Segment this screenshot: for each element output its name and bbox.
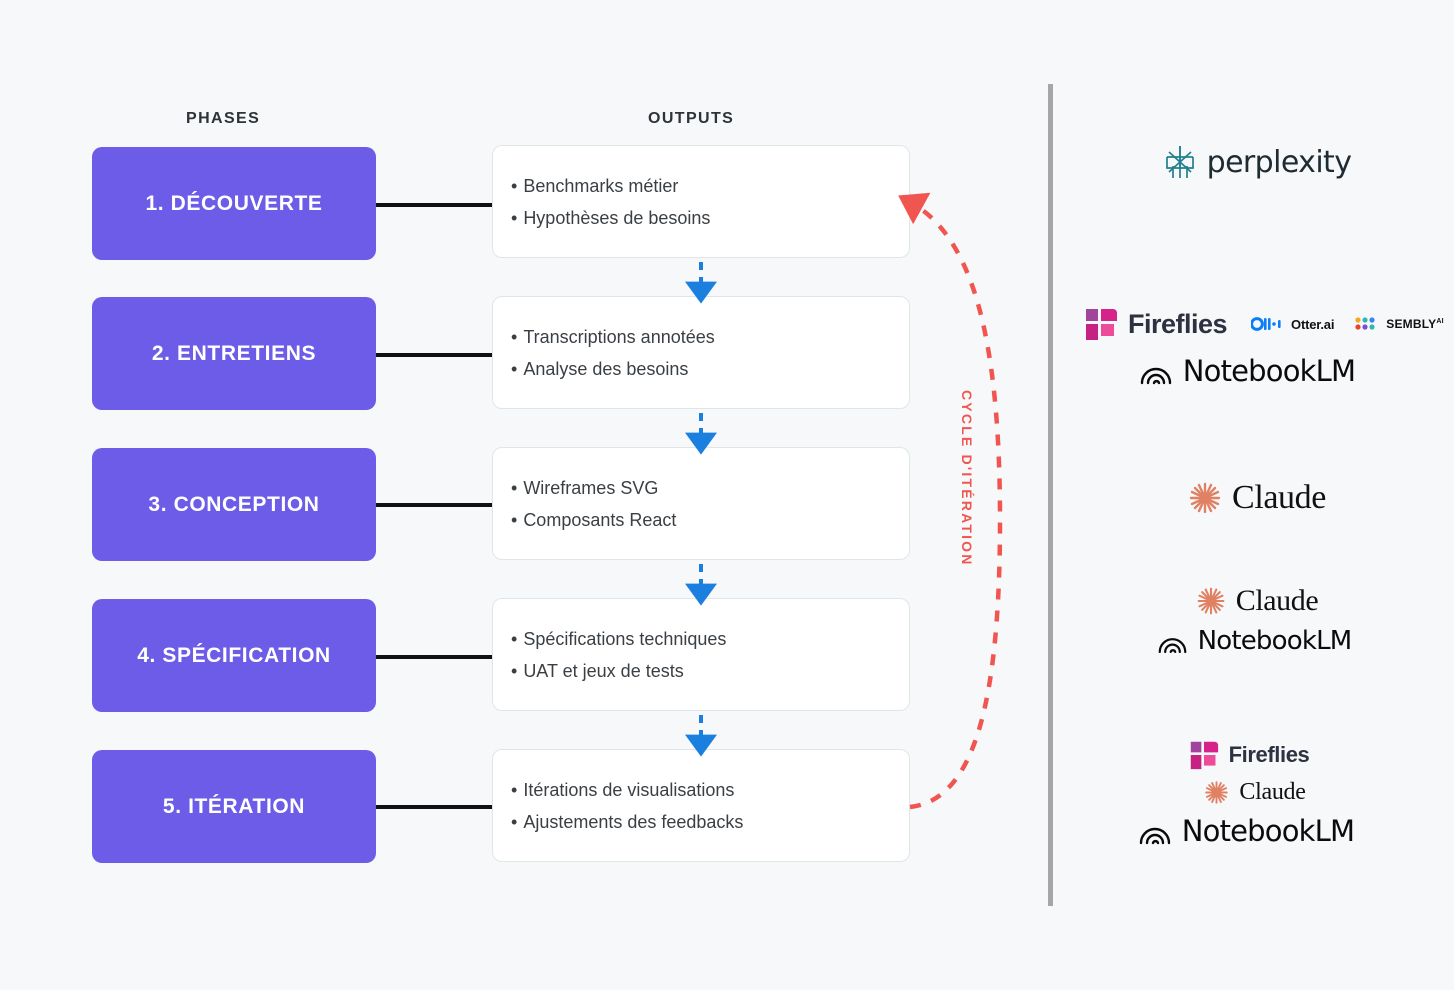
logo-row: Claude	[1060, 479, 1454, 517]
output-item-text: Itérations de visualisations	[523, 779, 735, 800]
phase-label-5: 5. ITÉRATION	[162, 794, 306, 818]
bullet-icon: •	[511, 326, 518, 347]
connector-line-1	[376, 203, 494, 207]
bullet-icon: •	[511, 358, 518, 379]
iteration-cycle-curve	[898, 192, 1003, 810]
tools-design: Claude	[1060, 479, 1454, 517]
logo-label-claude: Claude	[1232, 479, 1326, 516]
perplexity-icon	[1165, 146, 1194, 178]
bullet-icon: •	[511, 477, 518, 498]
connector-line-3	[376, 503, 494, 507]
output-item: •Hypothèses de besoins	[511, 209, 909, 227]
sembly-icon	[1355, 317, 1375, 330]
output-item: •Spécifications techniques	[511, 630, 909, 648]
phase-box-4[interactable]: 4. SPÉCIFICATION	[92, 599, 376, 712]
output-item: •Composants React	[511, 511, 909, 529]
phase-box-3[interactable]: 3. CONCEPTION	[92, 448, 376, 561]
output-item: •Transcriptions annotées	[511, 328, 909, 346]
output-box-2[interactable]: •Transcriptions annotées •Analyse des be…	[492, 296, 910, 409]
output-item: •Benchmarks métier	[511, 177, 909, 195]
tools-discovery: perplexity	[1060, 144, 1454, 180]
logo-row: Otter.ai	[1251, 317, 1334, 332]
phase-box-1[interactable]: 1. DÉCOUVERTE	[92, 147, 376, 260]
logo-label-otter: Otter.ai	[1291, 316, 1335, 332]
phase-label-1: 1. DÉCOUVERTE	[145, 191, 323, 215]
otter-icon	[1251, 317, 1281, 331]
bullet-icon: •	[511, 509, 518, 530]
cycle-label: CYCLE D'ITÉRATION	[959, 390, 975, 567]
fireflies-icon	[1190, 741, 1218, 770]
output-item: •Analyse des besoins	[511, 360, 909, 378]
fireflies-icon	[1086, 309, 1117, 340]
logo-label-notebooklm: NotebookLM	[1181, 814, 1355, 848]
output-item-text: Composants React	[523, 509, 677, 530]
output-item-text: Analyse des besoins	[523, 358, 689, 379]
output-box-1[interactable]: •Benchmarks métier •Hypothèses de besoin…	[492, 145, 910, 258]
phase-label-3: 3. CONCEPTION	[148, 492, 320, 516]
output-item: •Itérations de visualisations	[511, 781, 909, 799]
logo-row: NotebookLM	[1060, 354, 1454, 388]
logo-row: perplexity	[1060, 144, 1454, 180]
column-header-outputs: OUTPUTS	[648, 110, 735, 127]
logo-row: SEMBLYAI	[1354, 316, 1444, 332]
logo-label-perplexity: perplexity	[1206, 144, 1352, 180]
connector-line-2	[376, 353, 494, 357]
phase-label-2: 2. ENTRETIENS	[151, 341, 317, 365]
output-item-text: Hypothèses de besoins	[523, 207, 711, 228]
logo-row: NotebookLM	[1060, 626, 1454, 656]
output-item-text: Ajustements des feedbacks	[523, 811, 744, 832]
logo-label-sembly: SEMBLYAI	[1386, 317, 1444, 331]
bullet-icon: •	[511, 628, 518, 649]
bullet-icon: •	[511, 207, 518, 228]
logo-label-claude: Claude	[1239, 779, 1306, 805]
connector-line-5	[376, 805, 494, 809]
logo-label-fireflies: Fireflies	[1128, 308, 1228, 339]
output-box-3[interactable]: •Wireframes SVG •Composants React	[492, 447, 910, 560]
output-box-4[interactable]: •Spécifications techniques •UAT et jeux …	[492, 598, 910, 711]
claude-icon	[1189, 482, 1221, 514]
connector-line-4	[376, 655, 494, 659]
claude-icon	[1197, 587, 1225, 615]
tools-panel: perplexity Fireflies	[1060, 84, 1454, 906]
tools-spec: Claude NotebookLM	[1060, 584, 1454, 656]
logo-label-notebooklm: NotebookLM	[1182, 354, 1356, 388]
phase-box-2[interactable]: 2. ENTRETIENS	[92, 297, 376, 410]
tools-iteration: Fireflies Claude	[1060, 739, 1454, 848]
logo-row: NotebookLM	[1060, 814, 1454, 848]
output-item: •Wireframes SVG	[511, 479, 909, 497]
notebooklm-icon	[1158, 638, 1186, 654]
bullet-icon: •	[511, 660, 518, 681]
logo-row: Fireflies	[1060, 739, 1454, 771]
bullet-icon: •	[511, 779, 518, 800]
tools-interviews: Fireflies Otter.ai	[1060, 306, 1454, 388]
phase-label-4: 4. SPÉCIFICATION	[137, 643, 331, 667]
logo-row: Fireflies Otter.ai	[1060, 306, 1454, 342]
output-item-text: Transcriptions annotées	[523, 326, 715, 347]
output-item-text: UAT et jeux de tests	[523, 660, 684, 681]
output-item: •Ajustements des feedbacks	[511, 813, 909, 831]
claude-icon	[1205, 781, 1229, 804]
output-item-text: Wireframes SVG	[523, 477, 659, 498]
column-header-phases: PHASES	[186, 110, 261, 127]
output-item: •UAT et jeux de tests	[511, 662, 909, 680]
notebooklm-icon	[1139, 827, 1170, 845]
logo-label-claude: Claude	[1235, 584, 1319, 617]
logo-row: Claude	[1060, 779, 1454, 806]
notebooklm-icon	[1140, 367, 1171, 385]
bullet-icon: •	[511, 175, 518, 196]
output-item-text: Benchmarks métier	[523, 175, 679, 196]
panel-divider	[1048, 84, 1053, 906]
phase-box-5[interactable]: 5. ITÉRATION	[92, 750, 376, 863]
logo-label-fireflies: Fireflies	[1228, 742, 1310, 767]
logo-row: Claude	[1060, 584, 1454, 618]
output-item-text: Spécifications techniques	[523, 628, 727, 649]
bullet-icon: •	[511, 811, 518, 832]
logo-label-notebooklm: NotebookLM	[1197, 626, 1353, 656]
output-box-5[interactable]: •Itérations de visualisations •Ajustemen…	[492, 749, 910, 862]
